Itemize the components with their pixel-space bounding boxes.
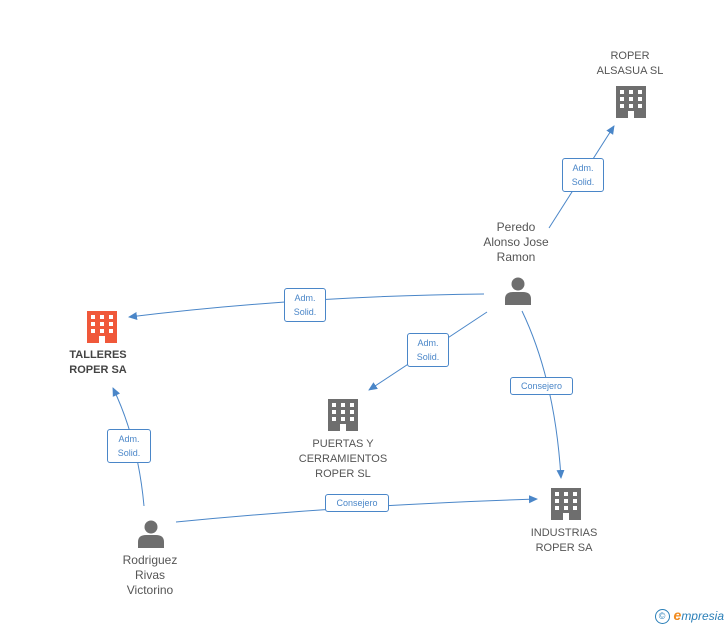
node-label-puertas[interactable]: PUERTAS Y CERRAMIENTOS ROPER SL	[283, 437, 403, 482]
edge-label-consejero[interactable]: Consejero	[510, 377, 573, 395]
edge-label-line: Solid.	[293, 307, 317, 317]
edge-label-adm-solid[interactable]: Adm. Solid.	[407, 333, 449, 367]
label-line: CERRAMIENTOS	[298, 453, 388, 465]
label-line: Peredo	[496, 220, 536, 234]
edge-label-line: Adm.	[572, 163, 594, 173]
building-icon	[328, 399, 358, 431]
edge-label-line: Consejero	[520, 381, 563, 391]
person-icon	[138, 520, 164, 548]
edge-label-line: Solid.	[117, 448, 141, 458]
label-line: Rivas	[134, 568, 165, 582]
node-label-rodriguez[interactable]: Rodriguez Rivas Victorino	[100, 553, 200, 598]
edge-label-consejero[interactable]: Consejero	[325, 494, 389, 512]
edge-label-line: Consejero	[336, 498, 378, 508]
label-line: TALLERES	[69, 349, 127, 361]
person-icon	[505, 277, 531, 305]
label-line: PUERTAS Y	[312, 438, 374, 450]
building-icon	[551, 488, 581, 520]
node-label-peredo[interactable]: Peredo Alonso Jose Ramon	[466, 220, 566, 265]
label-line: ROPER SL	[315, 468, 371, 480]
edge-label-line: Solid.	[416, 352, 440, 362]
edge-label-line: Adm.	[294, 293, 316, 303]
node-label-industrias[interactable]: INDUSTRIAS ROPER SA	[514, 526, 614, 556]
edge-label-adm-solid[interactable]: Adm. Solid.	[562, 158, 604, 192]
label-line: ROPER SA	[69, 364, 127, 376]
copyright-icon: ©	[654, 609, 670, 624]
brand-initial: e	[673, 606, 682, 623]
label-line: ROPER	[610, 50, 650, 62]
label-line: Ramon	[496, 250, 536, 264]
empresia-watermark: ©empresia	[654, 606, 724, 624]
brand-name: mpresia	[681, 608, 724, 623]
label-line: ROPER SA	[535, 542, 593, 554]
label-line: Alonso Jose	[483, 235, 549, 249]
edge-label-adm-solid[interactable]: Adm. Solid.	[284, 288, 326, 322]
node-label-talleres[interactable]: TALLERES ROPER SA	[48, 348, 148, 378]
edge-label-line: Solid.	[571, 177, 595, 187]
label-line: INDUSTRIAS	[530, 527, 598, 539]
label-line: ALSASUA SL	[596, 65, 664, 77]
node-label-roper-alsasua[interactable]: ROPER ALSASUA SL	[580, 49, 680, 79]
label-line: Victorino	[126, 583, 174, 597]
edge-label-line: Adm.	[417, 338, 439, 348]
label-line: Rodriguez	[122, 553, 178, 567]
building-icon	[616, 86, 646, 118]
edge-label-adm-solid[interactable]: Adm. Solid.	[107, 429, 151, 463]
edge-label-line: Adm.	[118, 434, 140, 444]
building-icon-main	[87, 311, 117, 343]
